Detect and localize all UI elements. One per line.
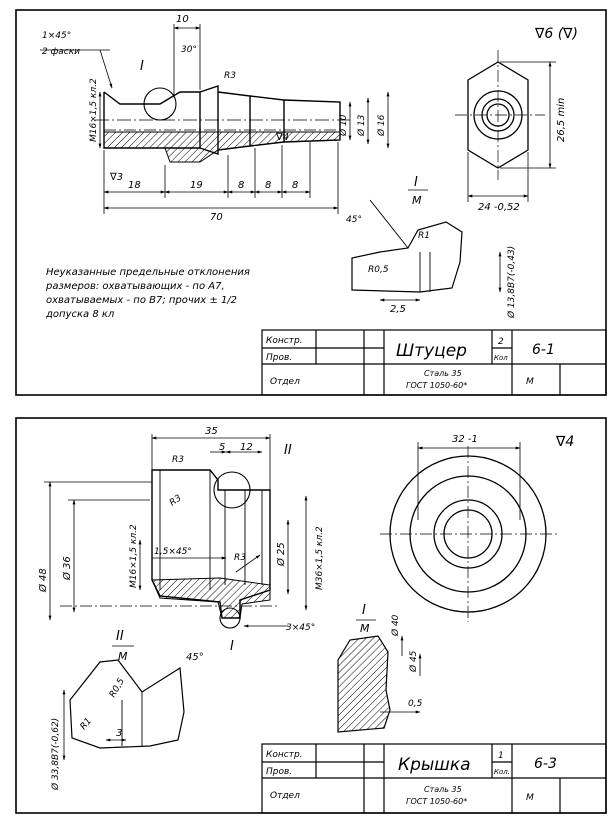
detail-II-circle xyxy=(213,471,251,509)
callout-I: I xyxy=(140,59,144,74)
note-line-1: Неуказанные предельные отклонения xyxy=(46,267,250,278)
tb1-qty: 2 xyxy=(498,337,504,347)
dim-8a: 8 xyxy=(238,180,244,191)
scale-M1: M xyxy=(360,622,370,635)
detail-25: 2,5 xyxy=(390,304,406,315)
tb2-name: Крышка xyxy=(398,755,471,775)
title-block-1 xyxy=(261,329,607,396)
tb2-mat1: Сталь 35 xyxy=(424,785,462,794)
tb2-konstr: Констр. xyxy=(266,750,303,760)
detail-II xyxy=(62,659,185,761)
sheet-2: ∇4 xyxy=(15,417,607,814)
tb2-code: 6-3 xyxy=(534,756,557,772)
detail-R1: R1 xyxy=(418,231,430,241)
chamfer-note: 2 фаски xyxy=(42,47,80,57)
chamfer-3: 3×45° xyxy=(286,623,315,633)
sheet1-roughness: ∇6 (∇) xyxy=(534,26,578,42)
sheet2-roughness: ∇4 xyxy=(555,434,574,450)
tb1-mat2: ГОСТ 1050-60* xyxy=(406,381,467,390)
sheet-1: ∇6 (∇) xyxy=(15,9,607,396)
tb2-mat2: ГОСТ 1050-60* xyxy=(406,797,467,806)
dia-16: Ø 16 xyxy=(376,114,387,137)
tb1-konstr: Констр. xyxy=(266,336,303,346)
detail-I-circle-2 xyxy=(219,607,241,629)
note-line-3: охватываемых - по В7; прочих ± 1/2 xyxy=(46,295,238,306)
dia-40: Ø 40 xyxy=(390,614,401,637)
dim-10: 10 xyxy=(176,14,189,25)
note-line-4: допуска 8 кл xyxy=(46,309,115,320)
tb1-qty-label: Кол xyxy=(494,354,508,362)
scale-M: M xyxy=(412,194,422,207)
tb2-qty-label: Кол. xyxy=(494,768,510,776)
top-32: 32 -1 xyxy=(452,434,478,445)
detail-dia: Ø 13,8В7(-0,43) xyxy=(506,246,517,319)
tb1-M: М xyxy=(526,377,534,387)
dim-R3a: R3 xyxy=(172,455,184,465)
dia-36: Ø 36 xyxy=(61,556,73,581)
detail-45: 45° xyxy=(346,215,362,225)
roughness-4: ∇4 xyxy=(275,132,289,143)
dim-30deg: 30° xyxy=(181,45,197,55)
chamfer: 1×45° xyxy=(42,31,71,41)
chamfer-15: 1,5×45° xyxy=(154,547,192,557)
tb1-prov: Пров. xyxy=(266,353,292,363)
thread-big: M36×1,5 кл.2 xyxy=(315,526,325,590)
general-note: Неуказанные предельные отклонения размер… xyxy=(46,266,316,322)
dim-R3b: R3 xyxy=(168,493,184,508)
hex-view xyxy=(455,50,556,202)
dia-13: Ø 13 xyxy=(356,114,367,137)
note-line-2: размеров: охватывающих - по А7, xyxy=(46,281,225,292)
tb1-mat1: Сталь 35 xyxy=(424,369,462,378)
dim-05: 0,5 xyxy=(408,699,423,709)
dim-R3c: R3 xyxy=(234,553,246,563)
tb1-name: Штуцер xyxy=(396,341,467,361)
hex-24: 24 -0,52 xyxy=(478,202,520,213)
view-I-2: I xyxy=(362,603,366,618)
d2-45: 45° xyxy=(186,652,204,663)
dia-45: Ø 45 xyxy=(408,650,419,673)
shtutser-part xyxy=(95,85,350,163)
tb1-code: 6-1 xyxy=(532,342,555,358)
dim-5: 5 xyxy=(219,442,225,453)
dim-19: 19 xyxy=(190,180,203,191)
tb2-otdel: Отдел xyxy=(270,791,300,801)
dim-70: 70 xyxy=(210,212,223,223)
dim-8c: 8 xyxy=(292,180,298,191)
dim-R3: R3 xyxy=(224,71,236,81)
d2-dia: Ø 33,8В7(-0,62) xyxy=(50,718,61,791)
detail-I xyxy=(351,199,502,302)
sheet-2-frame xyxy=(15,417,607,814)
tb2-prov: Пров. xyxy=(266,767,292,777)
scale-M2: M xyxy=(118,650,128,663)
callout-I-2: I xyxy=(230,639,234,654)
kryshka-front-view xyxy=(380,442,558,622)
dia-48: Ø 48 xyxy=(37,568,49,593)
dim-12: 12 xyxy=(240,442,253,453)
d2-3: 3 xyxy=(116,728,122,739)
dia-10: Ø 10 xyxy=(338,114,349,137)
tb2-M: М xyxy=(526,793,534,803)
tb1-otdel: Отдел xyxy=(270,377,300,387)
dia-25: Ø 25 xyxy=(275,542,287,567)
roughness-3: ∇3 xyxy=(109,172,123,183)
view-I: I xyxy=(414,175,418,190)
detail-R05: R0,5 xyxy=(368,265,389,275)
title-block-2 xyxy=(261,743,607,814)
thread-label: M16×1,5 кл.2 xyxy=(89,78,99,142)
hex-265: 26,5 min xyxy=(556,98,567,142)
thread-small: M16×1,5 кл.2 xyxy=(129,524,139,588)
detail-I-circle xyxy=(143,87,177,121)
kryshka-part xyxy=(60,469,280,629)
detail-I-2 xyxy=(337,635,422,733)
dim-35: 35 xyxy=(205,426,218,437)
dim-8b: 8 xyxy=(265,180,271,191)
dim-18: 18 xyxy=(128,180,141,191)
d2-R1: R1 xyxy=(79,716,94,732)
d2-R05: R0,5 xyxy=(108,676,127,699)
callout-II: II xyxy=(284,443,292,458)
view-II: II xyxy=(116,629,124,644)
tb2-qty: 1 xyxy=(498,751,504,761)
